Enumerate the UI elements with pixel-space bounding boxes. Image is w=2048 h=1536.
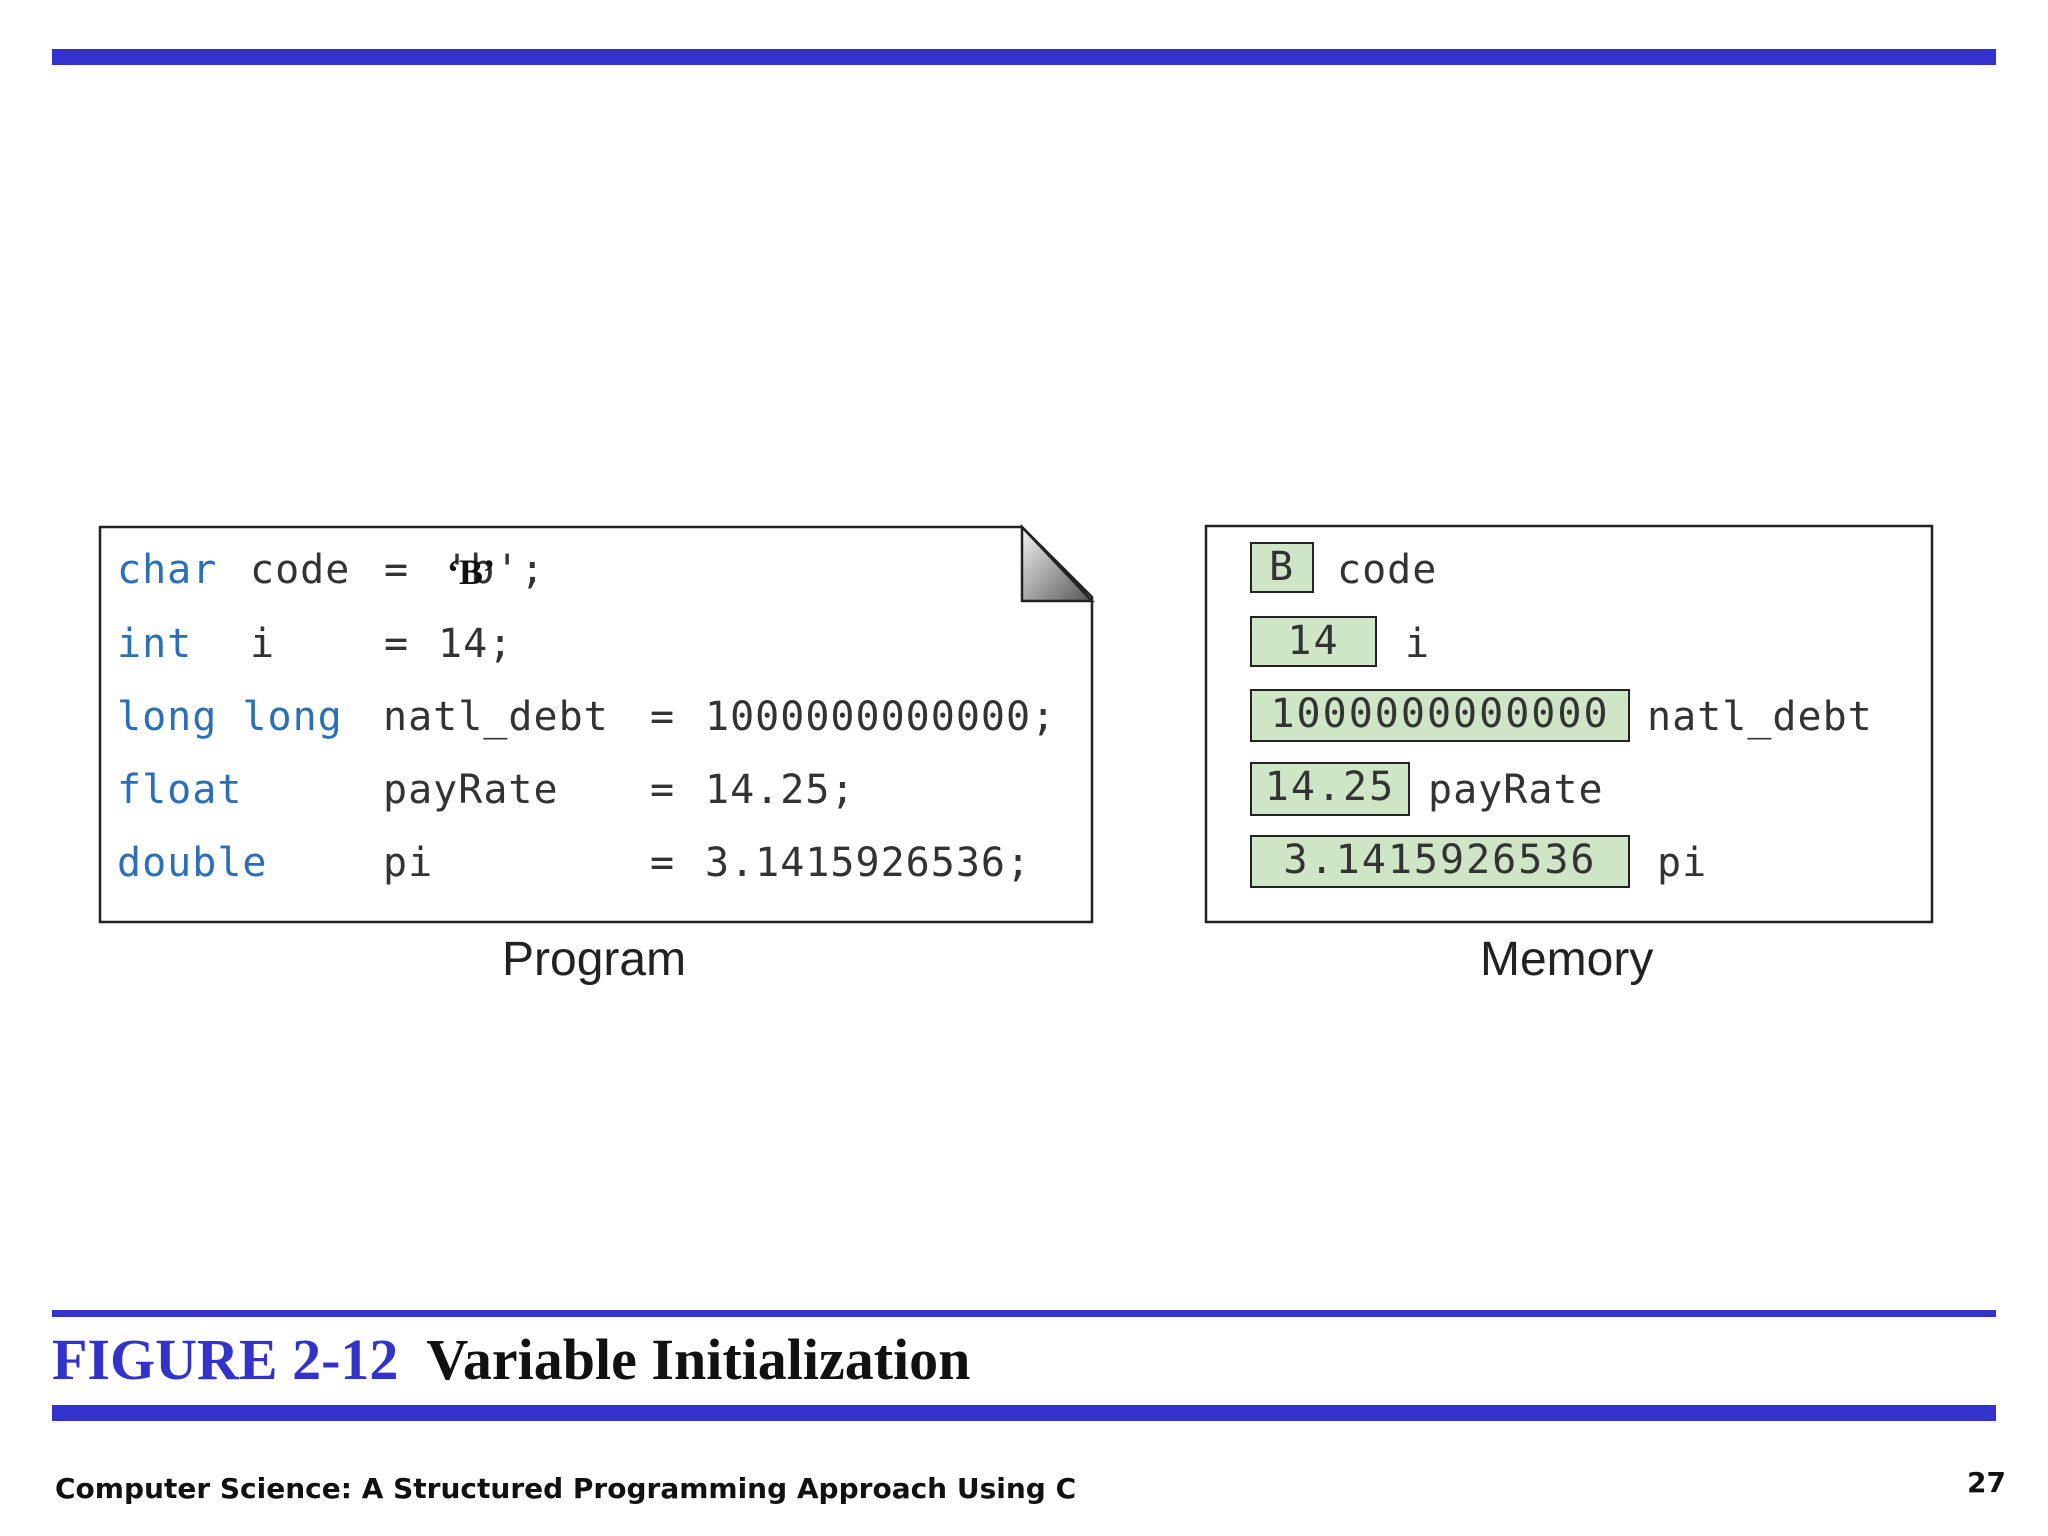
code-value: 1000000000000;	[705, 694, 1057, 740]
code-eq: =	[650, 694, 676, 740]
top-rule	[52, 49, 1996, 65]
memory-cell-payrate: 14.25	[1250, 762, 1410, 816]
memory-label-pi: pi	[1657, 840, 1708, 886]
code-value: 14.25;	[705, 767, 856, 813]
figure-name: Variable Initialization	[426, 1327, 971, 1392]
code-var-code: code	[250, 547, 351, 593]
code-var-pi: pi	[383, 840, 434, 886]
code-type-double: double	[117, 840, 268, 886]
footer-book-title: Computer Science: A Structured Programmi…	[55, 1472, 1077, 1505]
memory-cell-natl-debt: 1000000000000	[1250, 689, 1630, 742]
memory-label-natl-debt: natl_debt	[1647, 694, 1873, 740]
code-eq: =	[384, 547, 410, 593]
memory-label-i: i	[1405, 621, 1431, 667]
code-var-i: i	[250, 621, 276, 667]
program-caption: Program	[502, 933, 687, 986]
code-eq: =	[384, 621, 410, 667]
figure-bottom-rule	[52, 1405, 1996, 1421]
code-eq: =	[650, 840, 676, 886]
code-eq: =	[650, 767, 676, 813]
code-type-char: char	[117, 547, 218, 593]
memory-cell-pi: 3.1415926536	[1250, 835, 1630, 888]
code-value: 'b';	[445, 547, 546, 593]
figure-caption: FIGURE 2-12 Variable Initialization	[52, 1325, 970, 1395]
page-fold-corner	[1020, 523, 1095, 603]
page-number: 27	[1967, 1466, 2006, 1499]
code-type-float: float	[117, 767, 243, 813]
memory-cell-i: 14	[1250, 616, 1377, 667]
memory-label-code: code	[1337, 547, 1438, 593]
code-var-payrate: payRate	[383, 767, 559, 813]
memory-caption: Memory	[1480, 933, 1654, 986]
figure-top-rule	[52, 1310, 1996, 1317]
code-value: 14;	[438, 621, 514, 667]
memory-label-payrate: payRate	[1428, 767, 1604, 813]
code-type-int: int	[117, 621, 193, 667]
code-value: 3.1415926536;	[705, 840, 1032, 886]
overlay-char-b: ‘B’	[447, 552, 495, 592]
memory-cell-code: B	[1250, 542, 1314, 593]
figure-number: FIGURE 2-12	[52, 1327, 399, 1392]
code-type-long-long: long long	[117, 694, 343, 740]
code-var-natl-debt: natl_debt	[383, 694, 609, 740]
